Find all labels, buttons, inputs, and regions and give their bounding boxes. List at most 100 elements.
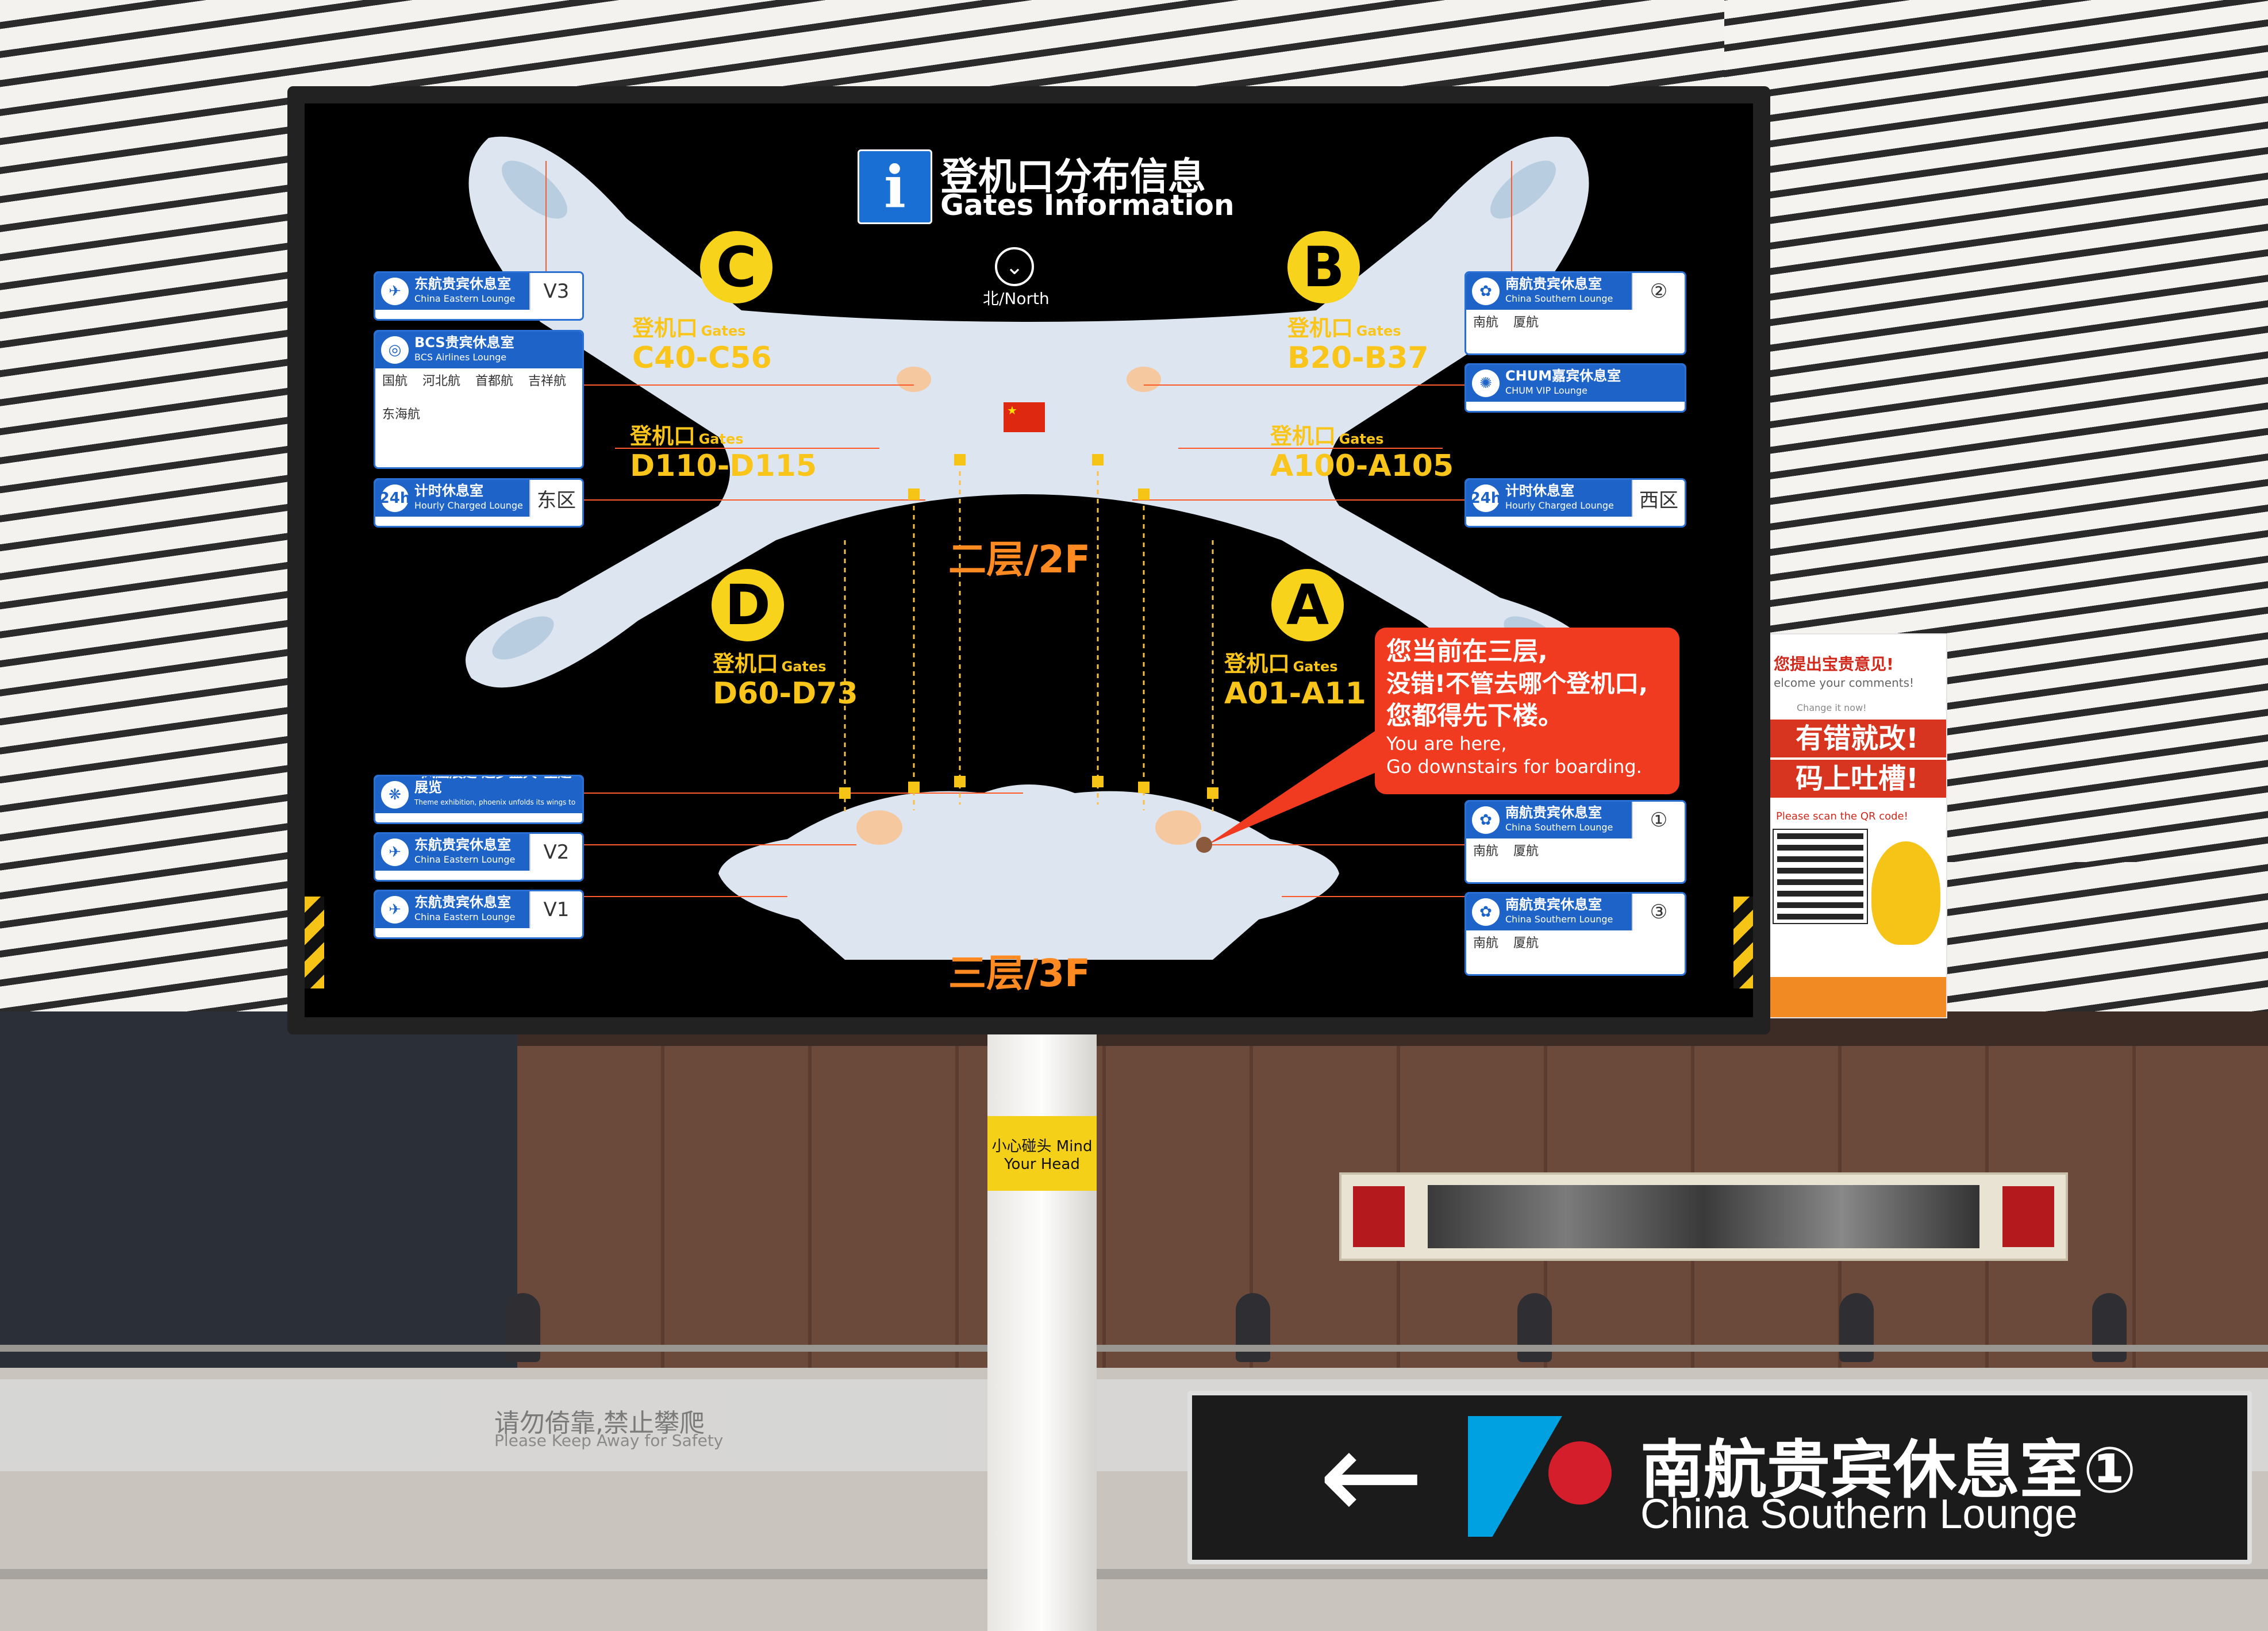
feedback-poster: 您提出宝贵意见! elcome your comments! Change it…	[1767, 633, 1947, 1018]
china-southern-logo-icon: ✿	[1472, 806, 1500, 834]
china-eastern-logo-icon: ✈	[381, 896, 409, 924]
callout-en-2: Go downstairs for boarding.	[1386, 756, 1642, 778]
no-lean-warning: 请勿倚靠,禁止攀爬	[494, 1409, 705, 1438]
mind-head-label: 小心碰头 Mind Your Head	[987, 1116, 1097, 1191]
seated-person	[1236, 1293, 1270, 1362]
floor-3f-shape	[718, 784, 1339, 960]
gate-a-badge: A	[1271, 569, 1344, 641]
seated-person	[506, 1293, 540, 1362]
poster-footer	[1768, 977, 1946, 1017]
seated-person	[1839, 1293, 1874, 1362]
lounge-tag: V2	[529, 834, 582, 871]
airline-name: 南航	[1473, 936, 1499, 951]
airline-name: 东海航	[382, 407, 421, 422]
lounge-tag: ①	[1632, 802, 1685, 838]
lounge-tag: V3	[529, 273, 582, 310]
gate-b-badge: B	[1287, 231, 1360, 303]
left-arrow-icon: ←	[1318, 1402, 1425, 1549]
china-southern-logo-icon: ✿	[1472, 898, 1500, 926]
lounge-tag: 西区	[1632, 480, 1685, 517]
airline-name: 首都航	[475, 374, 514, 388]
north-indicator: ⌄ 北/North	[983, 247, 1050, 310]
callout-en-1: You are here,	[1386, 733, 1507, 755]
lounge-tag: 东区	[529, 480, 582, 517]
floor-2f-label: 二层/2F	[948, 537, 1091, 582]
chum-logo-icon: ✺	[1472, 370, 1500, 397]
phoenix-icon: ❋	[381, 781, 409, 809]
airline-name: 河北航	[422, 374, 461, 388]
railing-top	[0, 1345, 2268, 1352]
gate-d-label: 登机口 Gates D60-D73	[713, 651, 858, 711]
bed-icon: 24h	[379, 484, 410, 512]
lounge-tag: ②	[1632, 273, 1685, 310]
hazard-stripe-left	[305, 897, 324, 988]
airline-name: 南航	[1473, 844, 1499, 859]
gate-d-inner-label: 登机口 Gates D110-D115	[630, 424, 817, 483]
china-eastern-logo-icon: ✈	[381, 278, 409, 305]
you-are-here-callout: 您当前在三层, 没错!不管去哪个登机口, 您都得先下楼。 You are her…	[1375, 628, 1679, 794]
airline-name: 厦航	[1513, 316, 1539, 330]
airline-name: 厦航	[1513, 936, 1539, 951]
floor-3f-label: 三层/3F	[948, 951, 1091, 995]
ink-painting	[1428, 1185, 1979, 1248]
kapok-flower-icon	[1548, 1441, 1612, 1505]
lounge-direction-sign: ← 南航贵宾休息室① China Southern Lounge	[1187, 1391, 2252, 1564]
info-icon: i	[858, 149, 932, 224]
china-southern-logo-icon: ✿	[1472, 278, 1500, 305]
gate-a-inner-label: 登机口 Gates A100-A105	[1270, 424, 1454, 483]
landscape-scroll-painting	[1339, 1172, 2068, 1261]
poster-headline-1: 有错就改!	[1768, 720, 1946, 757]
seated-person	[2092, 1293, 2127, 1362]
sign-title-en: China Southern Lounge	[1640, 1491, 2078, 1537]
bcs-logo-icon: ◎	[381, 336, 409, 364]
china-eastern-logo-icon: ✈	[381, 838, 409, 866]
gates-info-screen: i 登机口分布信息 Gates Information ⌄ 北/North ★ …	[305, 103, 1753, 1017]
exhibition-card: ❋ "凤凰展翅 逐梦蓝天"主题展览Theme exhibition, phoen…	[374, 775, 584, 824]
callout-line-3: 您都得先下楼。	[1386, 701, 1563, 730]
seated-person	[1517, 1293, 1552, 1362]
railing-bottom	[0, 1569, 2268, 1579]
bed-icon: 24h	[1470, 484, 1501, 512]
gate-b-label: 登机口 Gates B20-B37	[1287, 316, 1429, 375]
poster-subtitle: elcome your comments!	[1774, 676, 1915, 690]
page-title-en: Gates Information	[940, 189, 1235, 222]
lounge-tag: ③	[1632, 894, 1685, 930]
north-label: 北/North	[983, 289, 1050, 308]
mascot-icon	[1871, 841, 1940, 945]
lounge-tag: V1	[529, 891, 582, 928]
sign-title-cn: 南航贵宾休息室①	[1640, 1433, 2137, 1507]
seal-left	[1353, 1186, 1405, 1247]
poster-headline-2: 码上吐槽!	[1768, 760, 1946, 798]
china-flag-icon: ★	[1004, 402, 1045, 432]
north-arrow-icon: ⌄	[995, 247, 1034, 286]
callout-line-2: 没错!不管去哪个登机口,	[1386, 670, 1648, 698]
poster-scan-prompt: Please scan the QR code!	[1776, 810, 1908, 822]
airline-name: 吉祥航	[528, 374, 567, 388]
qr-code-icon[interactable]	[1773, 829, 1868, 924]
callout-line-1: 您当前在三层,	[1386, 637, 1548, 666]
gate-d-badge: D	[712, 569, 784, 641]
no-lean-warning-en: Please Keep Away for Safety	[494, 1431, 724, 1450]
gate-a-label: 登机口 Gates A01-A11	[1224, 651, 1366, 711]
gate-c-badge: C	[700, 231, 772, 303]
seal-right	[2002, 1186, 2054, 1247]
poster-title: 您提出宝贵意见!	[1774, 655, 1894, 674]
airline-name: 南航	[1473, 316, 1499, 330]
airline-name: 厦航	[1513, 844, 1539, 859]
gate-c-label: 登机口 Gates C40-C56	[632, 316, 772, 375]
terminal-hall-left	[0, 1011, 517, 1368]
page-title-cn: 登机口分布信息	[940, 155, 1206, 199]
airline-name: 国航	[382, 374, 408, 388]
hazard-stripe-right	[1733, 897, 1753, 988]
poster-change-now: Change it now!	[1797, 702, 1867, 713]
